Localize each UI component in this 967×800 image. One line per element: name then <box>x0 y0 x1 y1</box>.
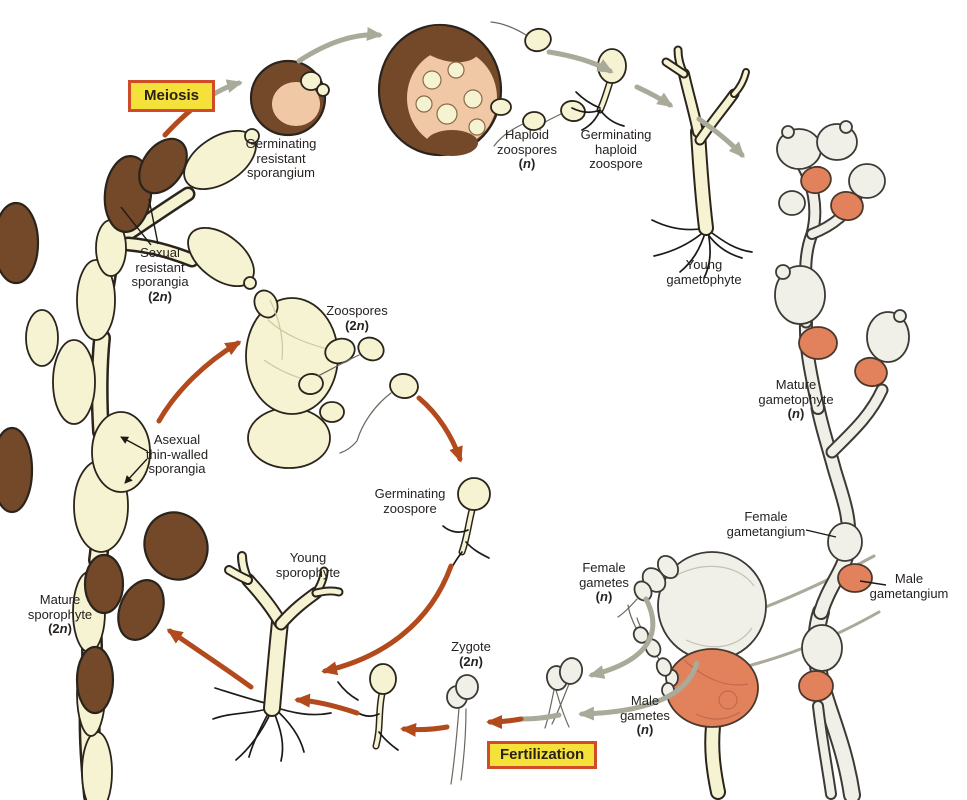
haploid-zoospores-figure <box>490 21 586 147</box>
fertilization-box: Fertilization <box>487 741 598 769</box>
label-male-gametangium: Male gametangium <box>869 571 949 601</box>
label-germinating-resistant-sporangium: Germinating resistant sporangium <box>245 136 317 181</box>
fusing-gametes-figure <box>544 657 584 729</box>
mature-gametophyte-figure <box>774 120 910 800</box>
label-female-gametangium: Female gametangium <box>726 509 806 539</box>
label-zygote: Zygote (2n) <box>451 639 491 669</box>
label-germinating-haploid-zoospore: Germinating haploid zoospore <box>580 127 652 172</box>
meiosis-box: Meiosis <box>128 80 216 112</box>
germinating-resistant-sporangium-figure <box>249 59 330 137</box>
label-mature-gametophyte: Mature gametophyte (n) <box>758 377 834 422</box>
label-mature-sporophyte: Mature sporophyte (2n) <box>27 592 93 637</box>
diploid-phase-arrows <box>156 99 524 737</box>
germinating-zygote-figure <box>337 663 399 751</box>
label-sexual-sporangia: Sexual resistant sporangia (2n) <box>131 245 189 305</box>
label-pointer-lines <box>120 198 887 586</box>
label-young-gametophyte: Young gametophyte <box>666 257 742 287</box>
label-young-sporophyte: Young sporophyte <box>275 550 341 580</box>
label-haploid-zoospores: Haploid zoospores (n) <box>497 127 557 172</box>
label-zoospores-diploid: Zoospores (2n) <box>326 303 388 333</box>
label-germinating-zoospore: Germinating zoospore <box>374 486 446 516</box>
zoosporangium-detail-figure <box>245 289 419 469</box>
germinating-zoospore-figure <box>442 477 491 573</box>
sporangium-releasing-haploid-zoospores-figure <box>377 23 512 157</box>
young-gametophyte-figure <box>651 45 753 279</box>
mature-sporophyte-figure <box>0 128 260 800</box>
zygote-figure <box>446 674 479 785</box>
label-female-gametes: Female gametes (n) <box>579 560 629 605</box>
label-asexual-sporangia: Asexual thin-walled sporangia <box>145 432 209 477</box>
label-male-gametes: Male gametes (n) <box>620 693 670 738</box>
young-sporophyte-figure <box>212 551 344 762</box>
